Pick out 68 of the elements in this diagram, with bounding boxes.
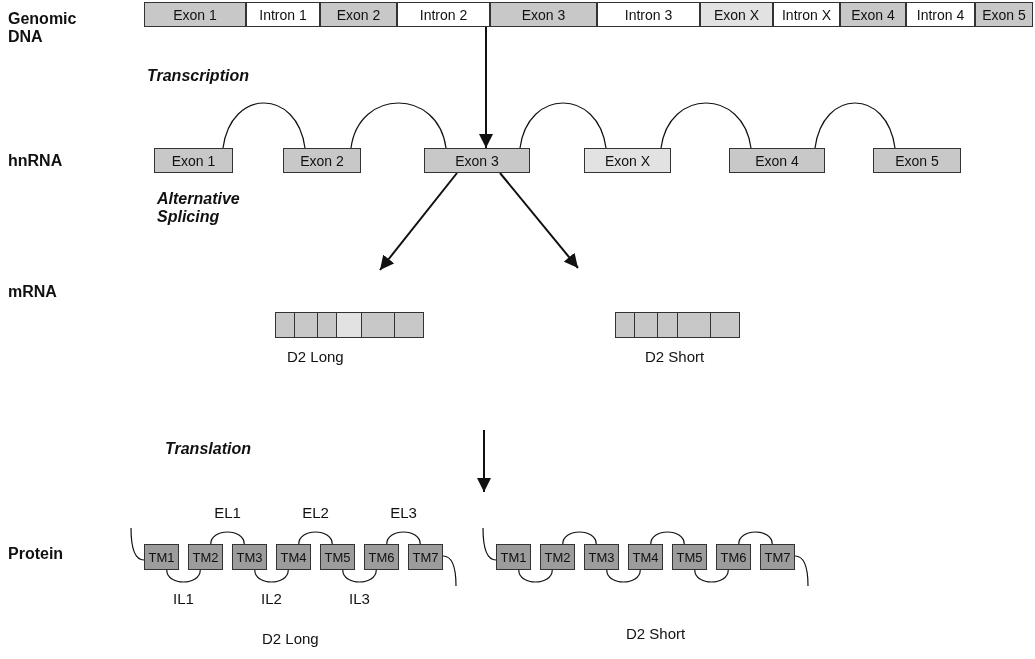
connector-arc (350, 102, 447, 149)
exon-box: Exon 1 (144, 2, 246, 27)
transmembrane-box: TM7 (408, 544, 443, 570)
exon-box: Exon 2 (320, 2, 397, 27)
connector-arc (650, 531, 685, 545)
isoform-label: D2 Short (626, 625, 686, 642)
transmembrane-box: TM5 (672, 544, 707, 570)
process-label: Transcription (147, 67, 249, 85)
node-label: D2 Long (287, 348, 344, 365)
transmembrane-box: TM4 (628, 544, 663, 570)
intron-box: Intron 4 (906, 2, 975, 27)
mrna-bar (615, 312, 740, 338)
exon-box: Exon 4 (840, 2, 906, 27)
row-label: hnRNA (8, 152, 63, 170)
intron-box: Intron 2 (397, 2, 490, 27)
exon-box: Exon 5 (975, 2, 1033, 27)
transmembrane-box: TM3 (584, 544, 619, 570)
connector-arc (518, 569, 553, 583)
transmembrane-box: TM6 (716, 544, 751, 570)
exon-box: Exon 5 (873, 148, 961, 173)
transmembrane-box: TM1 (496, 544, 531, 570)
transmembrane-box: TM2 (540, 544, 575, 570)
intron-box: Intron X (773, 2, 840, 27)
exon-box: Exon 3 (490, 2, 597, 27)
connector-arc (660, 102, 752, 149)
mrna-bar (275, 312, 424, 338)
transmembrane-box: TM4 (276, 544, 311, 570)
intron-box: Intron 3 (597, 2, 700, 27)
exon-box: Exon X (584, 148, 671, 173)
terminal-tail (442, 555, 457, 587)
connector-arc (386, 531, 421, 545)
connector-arc (342, 569, 377, 583)
transmembrane-box: TM6 (364, 544, 399, 570)
row-label: mRNA (8, 283, 57, 301)
connector-arc (814, 102, 896, 149)
terminal-tail (130, 527, 145, 561)
connector-arc (519, 102, 607, 149)
connector-arc (166, 569, 201, 583)
connector-arc (562, 531, 597, 545)
connector-arc (222, 102, 306, 149)
connector-arc (738, 531, 773, 545)
row-label: Protein (8, 545, 64, 563)
transmembrane-box: TM7 (760, 544, 795, 570)
exon-box: Exon 2 (283, 148, 361, 173)
exon-box: Exon 1 (154, 148, 233, 173)
connector-arc (210, 531, 245, 545)
terminal-tail (482, 527, 497, 561)
node-label: D2 Short (645, 348, 705, 365)
process-label: Translation (165, 440, 251, 458)
connector-arc (606, 569, 641, 583)
transmembrane-box: TM2 (188, 544, 223, 570)
connector-arc (254, 569, 289, 583)
transmembrane-box: TM5 (320, 544, 355, 570)
transmembrane-box: TM1 (144, 544, 179, 570)
exon-box: Exon 4 (729, 148, 825, 173)
exon-box: Exon X (700, 2, 773, 27)
connector-arc (694, 569, 729, 583)
connector-arc (298, 531, 333, 545)
intron-box: Intron 1 (246, 2, 320, 27)
arrow (499, 172, 579, 269)
isoform-label: D2 Long (262, 630, 319, 647)
terminal-tail (794, 555, 809, 587)
arrow (379, 172, 458, 271)
exon-box: Exon 3 (424, 148, 530, 173)
process-label: Alternative Splicing (157, 190, 241, 226)
row-label: Genomic DNA (8, 10, 78, 46)
transmembrane-box: TM3 (232, 544, 267, 570)
arrow (479, 26, 493, 149)
